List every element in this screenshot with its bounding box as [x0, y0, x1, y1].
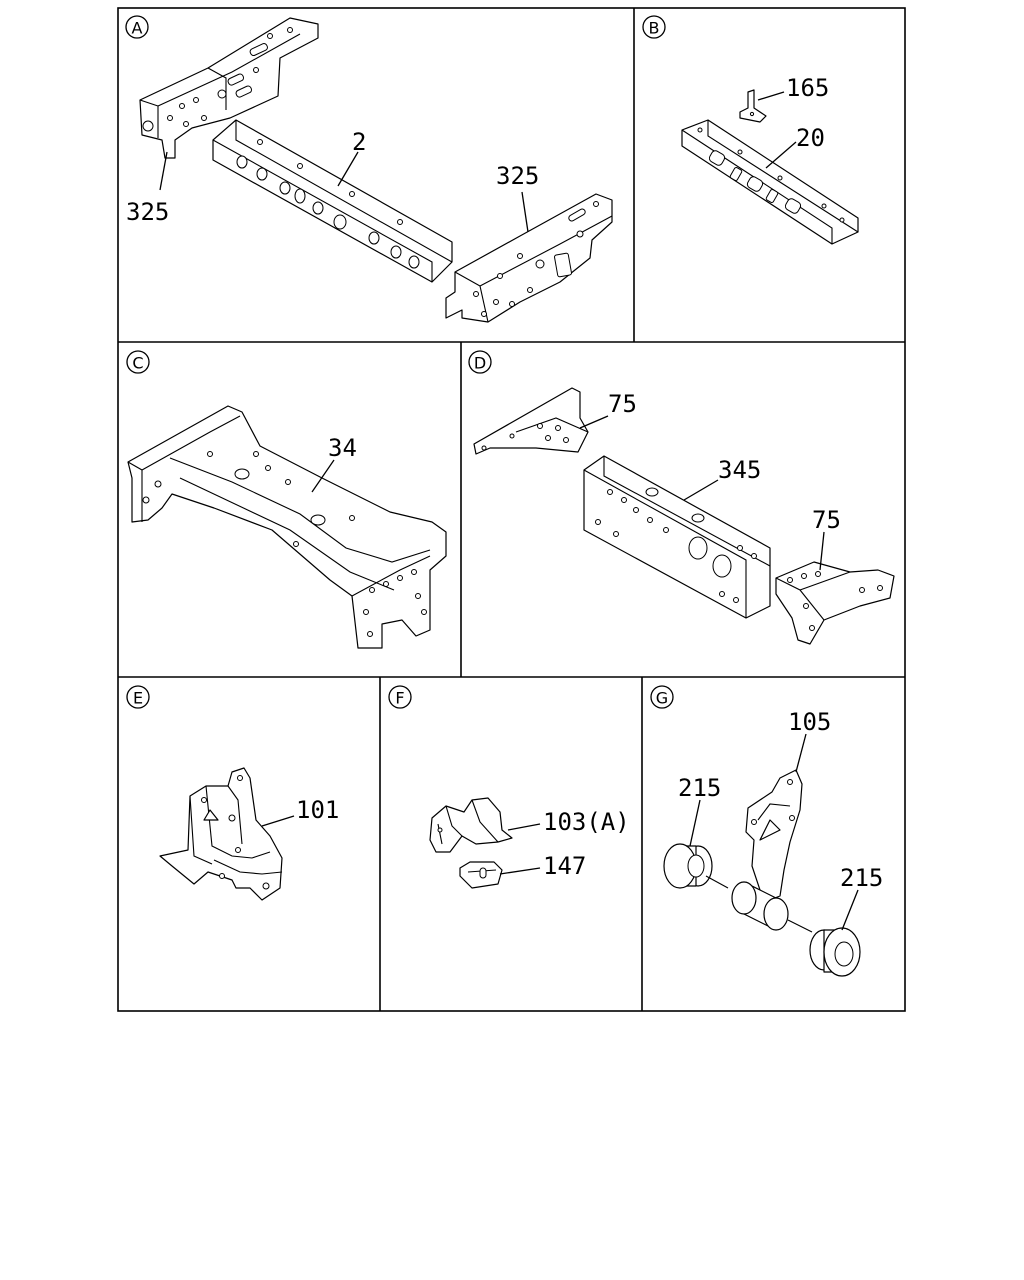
callout-165: 165: [757, 74, 829, 102]
section-e: E 101: [126, 685, 339, 901]
section-g-marker: G: [650, 685, 674, 709]
section-c: C 34: [126, 350, 447, 649]
bushing-215-left-part: [663, 843, 729, 889]
section-b-letter: B: [649, 19, 660, 38]
section-e-marker: E: [126, 685, 150, 709]
callout-101: 101: [261, 796, 339, 827]
callout-103a-label: 103(A): [543, 808, 630, 836]
arm-105-part: [745, 769, 803, 903]
crossmember-2-part: [212, 119, 453, 283]
callout-165-label: 165: [786, 74, 829, 102]
callout-345-label: 345: [718, 456, 761, 484]
callout-20-label: 20: [796, 124, 825, 152]
section-d: D: [468, 350, 895, 645]
bracket-101-part: [159, 767, 283, 901]
callout-2-label: 2: [352, 128, 366, 156]
section-g-letter: G: [656, 689, 668, 708]
section-f: F 103(A) 147: [388, 685, 630, 889]
callout-75-bottom: 75: [812, 506, 841, 571]
callout-325-left-label: 325: [126, 198, 169, 226]
callout-147-label: 147: [543, 852, 586, 880]
section-d-letter: D: [474, 354, 486, 373]
callout-325-right-label: 325: [496, 162, 539, 190]
section-a-letter: A: [132, 19, 143, 38]
section-f-letter: F: [395, 689, 404, 708]
left-bracket-part: [139, 17, 319, 159]
section-a-marker: A: [125, 15, 149, 39]
bracket-75-right-part: [775, 561, 895, 645]
callout-215-left-label: 215: [678, 774, 721, 802]
section-f-marker: F: [388, 685, 412, 709]
bracket-165-part: [739, 89, 767, 123]
section-b: B 165 20: [642, 15, 859, 245]
callout-105: 105: [788, 708, 831, 773]
callout-345: 345: [683, 456, 761, 501]
bushing-215-right-part: [809, 927, 861, 977]
section-e-letter: E: [133, 689, 143, 708]
section-a: A: [125, 15, 613, 323]
callout-215-right-label: 215: [840, 864, 883, 892]
section-c-letter: C: [132, 354, 143, 373]
callout-105-label: 105: [788, 708, 831, 736]
section-d-marker: D: [468, 350, 492, 374]
crossmember-20-part: [681, 119, 859, 245]
crossmember-34-part: [127, 405, 447, 649]
callout-34-label: 34: [328, 434, 357, 462]
section-c-marker: C: [126, 350, 150, 374]
callout-75-bottom-label: 75: [812, 506, 841, 534]
callout-215-left: 215: [678, 774, 721, 847]
callout-101-label: 101: [296, 796, 339, 824]
callout-75-top-label: 75: [608, 390, 637, 418]
callout-20: 20: [765, 124, 825, 169]
callout-34: 34: [311, 434, 357, 493]
bracket-147-part: [459, 861, 503, 889]
callout-325-right: 325: [496, 162, 539, 233]
callout-2: 2: [337, 128, 366, 187]
crossmember-345-part: [583, 455, 771, 619]
diagram-frame: [117, 7, 906, 1012]
callout-215-right: 215: [840, 864, 883, 931]
bracket-75-left-part: [473, 387, 589, 455]
callout-147: 147: [499, 852, 586, 880]
section-b-marker: B: [642, 15, 666, 39]
section-g: G 105: [650, 685, 883, 977]
callout-325-left: 325: [126, 151, 169, 226]
callout-75-top: 75: [579, 390, 637, 429]
callout-103a: 103(A): [507, 808, 630, 836]
sleeve-105-part: [731, 881, 813, 933]
right-bracket-part: [445, 193, 613, 323]
bracket-103a-part: [429, 797, 513, 853]
